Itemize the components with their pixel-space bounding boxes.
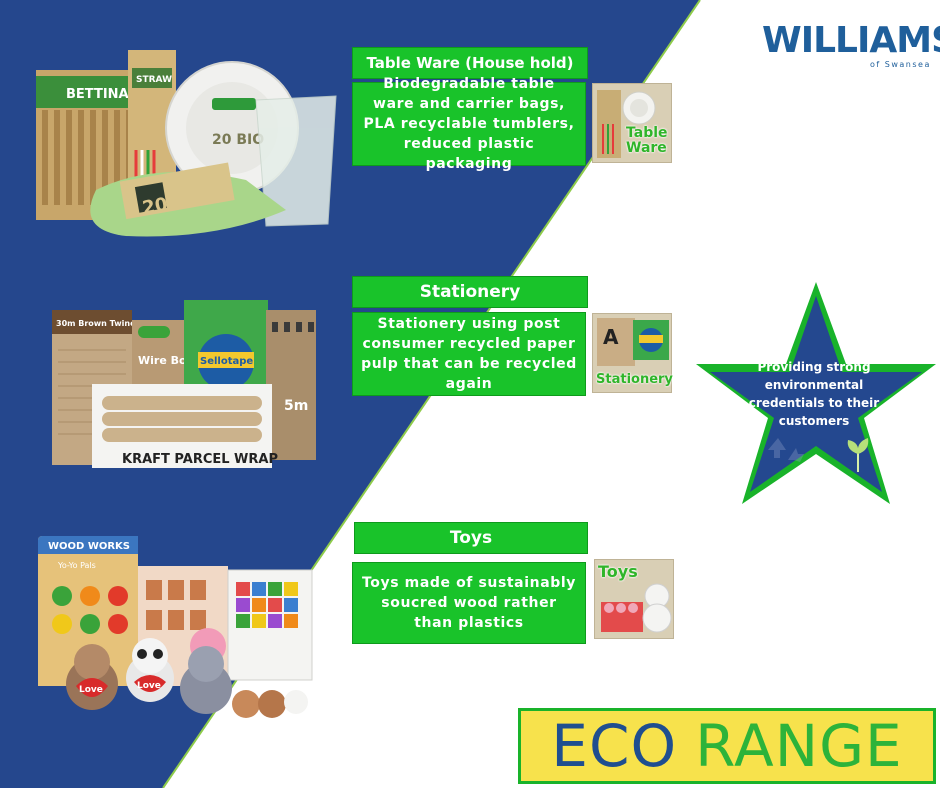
star-badge-text: Providing strong environmental credentia…	[748, 360, 880, 428]
toys-title: Toys	[354, 522, 588, 554]
twine-label: 30m Brown Twine	[56, 319, 136, 328]
roll-length-label: 5m	[284, 398, 308, 414]
tableware-thumbnail-label: Table Ware	[626, 125, 668, 156]
stationery-title: Stationery	[352, 276, 588, 308]
stationery-product-photo: 30m Brown Twine Wire Bound NOTE BOOK Sel…	[52, 300, 318, 470]
star-badge	[696, 282, 936, 504]
thumb-a4-glyph: A	[603, 325, 619, 349]
tableware-description: Biodegradable table ware and carrier bag…	[352, 76, 586, 172]
recycle-icon	[768, 438, 804, 462]
tableware-product-photo: BETTINA STRAW 20 BIO 20	[36, 40, 348, 240]
stationery-thumbnail: A	[592, 313, 672, 393]
bettina-pack-label: BETTINA	[66, 87, 129, 102]
wood-works-label: WOOD WORKS	[48, 541, 130, 552]
bio-plate-label: 20 BIO	[212, 132, 264, 148]
yoyo-pals-label: Yo-Yo Pals	[57, 561, 96, 570]
toys-thumbnail	[594, 559, 674, 639]
love-heart-label-1: Love	[79, 685, 103, 695]
brand-logo: WILLIAMS	[762, 20, 940, 61]
bag-count-label: 20	[141, 194, 169, 219]
straw-pack-label: STRAW	[136, 75, 172, 85]
toys-thumbnail-label: Toys	[598, 562, 638, 581]
love-heart-label-2: Love	[137, 681, 161, 691]
stationery-thumbnail-label: Stationery	[596, 372, 673, 387]
eco-range-word-range: RANGE	[695, 712, 903, 780]
brand-tagline: of Swansea	[870, 60, 931, 69]
sellotape-label: Sellotape	[200, 356, 253, 367]
stationery-description: Stationery using post consumer recycled …	[352, 312, 586, 396]
toys-description: Toys made of sustainably soucred wood ra…	[352, 562, 586, 644]
eco-range-banner: ECO RANGE	[518, 708, 936, 784]
tableware-title: Table Ware (House hold)	[352, 47, 588, 79]
tableware-thumbnail	[592, 83, 672, 163]
toys-product-photo: WOOD WORKS Yo-Yo Pals Love Love	[38, 536, 316, 732]
eco-range-word-eco: ECO	[551, 712, 678, 780]
kraft-wrap-label: KRAFT PARCEL WRAP	[122, 452, 278, 467]
leaf-sprout-icon	[847, 438, 869, 472]
